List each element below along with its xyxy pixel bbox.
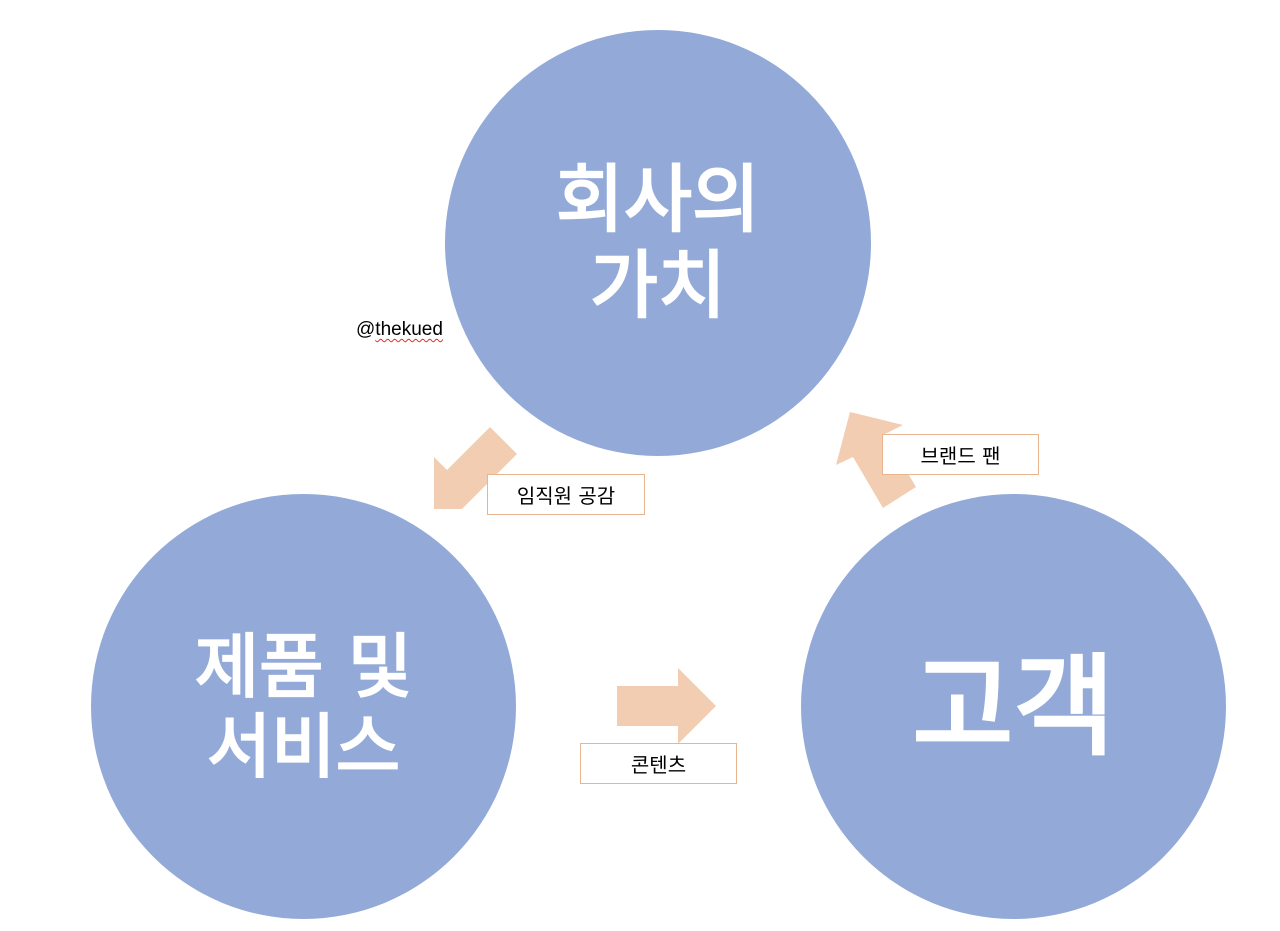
edge-label-brand-fan: 브랜드 팬 [882,434,1039,475]
node-customer: 고객 [801,494,1226,919]
edge-label-employee-empathy: 임직원 공감 [487,474,645,515]
node-company-value: 회사의 가치 [445,30,871,456]
node-product-service-line2: 서비스 [206,705,401,788]
node-product-service-line1: 제품 및 [194,625,413,708]
node-product-service: 제품 및 서비스 [91,494,516,919]
arrow-company-to-product [434,427,517,509]
node-customer-label: 고객 [912,642,1115,771]
watermark-at: @ [356,319,376,340]
arrow-product-to-customer [617,668,716,744]
node-company-value-line2: 가치 [589,243,727,329]
arrow-customer-to-company [836,412,916,508]
edge-label-content: 콘텐츠 [580,743,737,784]
watermark-handle: thekued [375,319,443,340]
edge-label-employee-empathy-text: 임직원 공감 [516,484,616,508]
node-company-value-line1: 회사의 [555,157,761,243]
edge-label-content-text: 콘텐츠 [630,753,687,777]
edge-label-brand-fan-text: 브랜드 팬 [920,444,1001,468]
watermark: @thekued [356,319,443,341]
